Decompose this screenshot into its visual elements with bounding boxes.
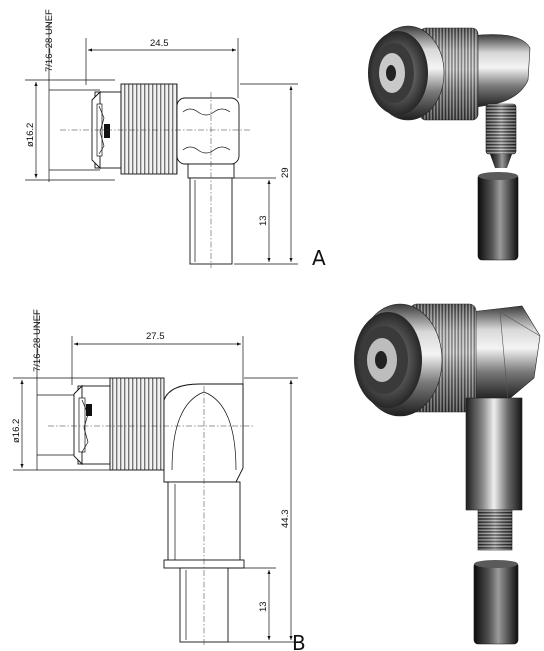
figure-b-drawing: 7/16–28 UNEF ø16.2 27.5 [11,309,306,651]
figure-a-width-label: 24.5 [150,38,169,49]
figure-b-knurled-nut [109,377,165,471]
figure-b-height-label: 44.3 [280,510,291,529]
figure-b-thread-label: 7/16–28 UNEF [32,309,43,372]
figure-a-height-label: 29 [280,167,291,178]
figure-a-diameter-label: ø16.2 [25,123,36,147]
figure-b-diameter-label: ø16.2 [11,419,22,443]
figure-b-elbow [163,383,244,483]
figure-a-elbow [176,97,240,165]
figure-b-label: B [292,631,306,651]
figure-b-photo [354,303,541,645]
figure-a-photo [368,25,531,261]
figure-b-loose-ferrule [473,561,519,645]
figure-b-photo-body [465,397,523,511]
figure-b-width-label: 27.5 [146,331,165,342]
figure-a-drawing: 7/16–28 UNEF ø16.2 24.5 [25,9,326,270]
figure-a-ferrule-label: 13 [258,215,269,226]
figure-a-thread-label: 7/16–28 UNEF [44,9,55,72]
figure-a-knurled-nut [120,83,178,175]
figure-a-label: A [312,246,326,270]
figure-a-loose-ferrule [477,173,519,261]
figure-b-ferrule-label: 13 [258,601,269,612]
